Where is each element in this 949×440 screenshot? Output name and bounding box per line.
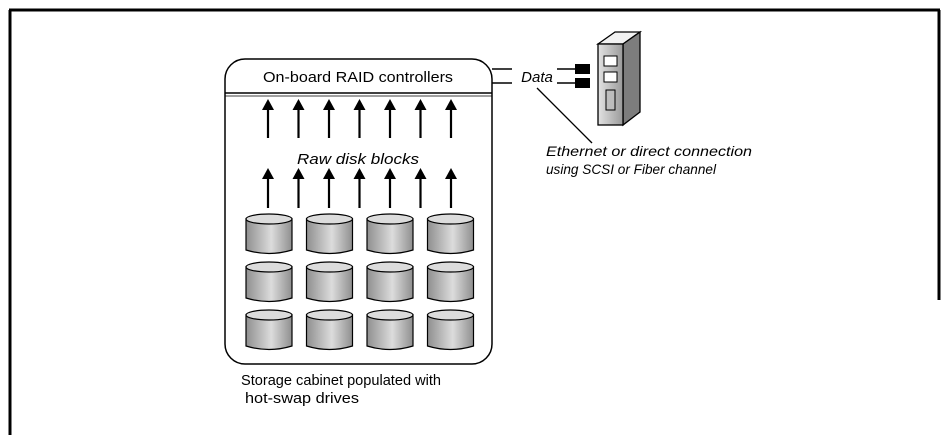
up-arrow-icon	[292, 168, 305, 208]
disk-drive-icon	[245, 309, 293, 351]
cabinet-caption-line1: Storage cabinet populated with	[241, 372, 441, 389]
disk-drive-icon	[305, 213, 354, 255]
disk-drive-icon	[305, 309, 354, 351]
connection-label-line1: Ethernet or direct connection	[546, 143, 752, 159]
disk-drive-icon	[245, 213, 293, 255]
up-arrow-icon	[323, 99, 335, 138]
up-arrow-icon	[292, 99, 305, 138]
plug-lower-icon	[575, 78, 590, 88]
up-arrow-icon	[262, 168, 274, 208]
up-arrow-icon	[384, 168, 396, 208]
arrow-row-lower	[262, 168, 457, 208]
arrow-row-upper	[262, 99, 457, 138]
disk-drive-icon	[366, 261, 414, 303]
up-arrow-icon	[353, 168, 366, 208]
cabinet-header-label: On-board RAID controllers	[263, 69, 453, 86]
up-arrow-icon	[262, 99, 274, 138]
plug-upper-icon	[575, 64, 590, 74]
disk-drive-icon	[426, 213, 475, 255]
up-arrow-icon	[414, 99, 427, 138]
disk-drive-icon	[245, 261, 293, 303]
disk-drive-icon	[366, 213, 414, 255]
up-arrow-icon	[353, 99, 366, 138]
up-arrow-icon	[414, 168, 427, 208]
up-arrow-icon	[323, 168, 335, 208]
raw-disk-blocks-label: Raw disk blocks	[297, 151, 420, 168]
data-connection: Data	[492, 64, 593, 144]
disk-drive-icon	[426, 261, 475, 303]
drive-grid	[245, 213, 475, 351]
up-arrow-icon	[445, 99, 457, 138]
up-arrow-icon	[384, 99, 396, 138]
cabinet-caption-line2: hot-swap drives	[245, 390, 359, 407]
connection-leader-line	[536, 87, 593, 144]
disk-drive-icon	[305, 261, 354, 303]
up-arrow-icon	[445, 168, 457, 208]
connection-label-line2: using SCSI or Fiber channel	[546, 161, 717, 177]
data-label: Data	[521, 69, 553, 86]
disk-drive-icon	[366, 309, 414, 351]
disk-drive-icon	[426, 309, 475, 351]
server-icon	[595, 30, 643, 127]
